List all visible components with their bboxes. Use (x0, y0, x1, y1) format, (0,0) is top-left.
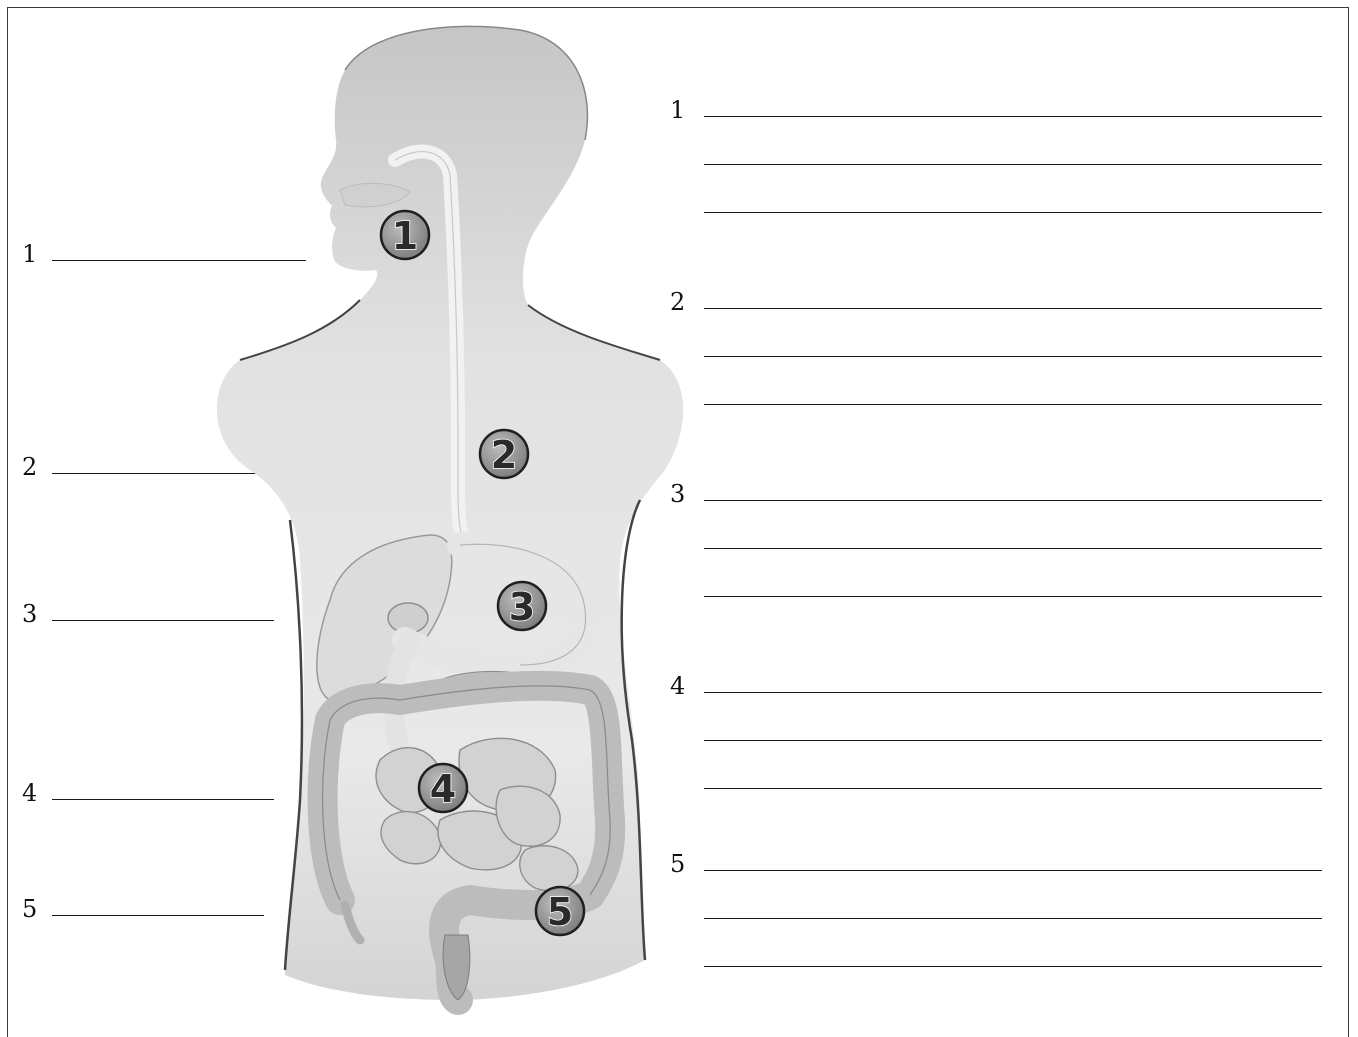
marker-5-icon: 5 (536, 887, 584, 935)
marker-5-number: 5 (547, 890, 573, 934)
marker-4-number: 4 (430, 767, 456, 811)
marker-3-number: 3 (509, 585, 535, 629)
marker-2-icon: 2 (480, 430, 528, 478)
marker-2-number: 2 (491, 433, 517, 477)
marker-4-icon: 4 (419, 764, 467, 812)
marker-1-number: 1 (392, 214, 418, 258)
marker-3-icon: 3 (498, 582, 546, 630)
marker-1-icon: 1 (381, 211, 429, 259)
